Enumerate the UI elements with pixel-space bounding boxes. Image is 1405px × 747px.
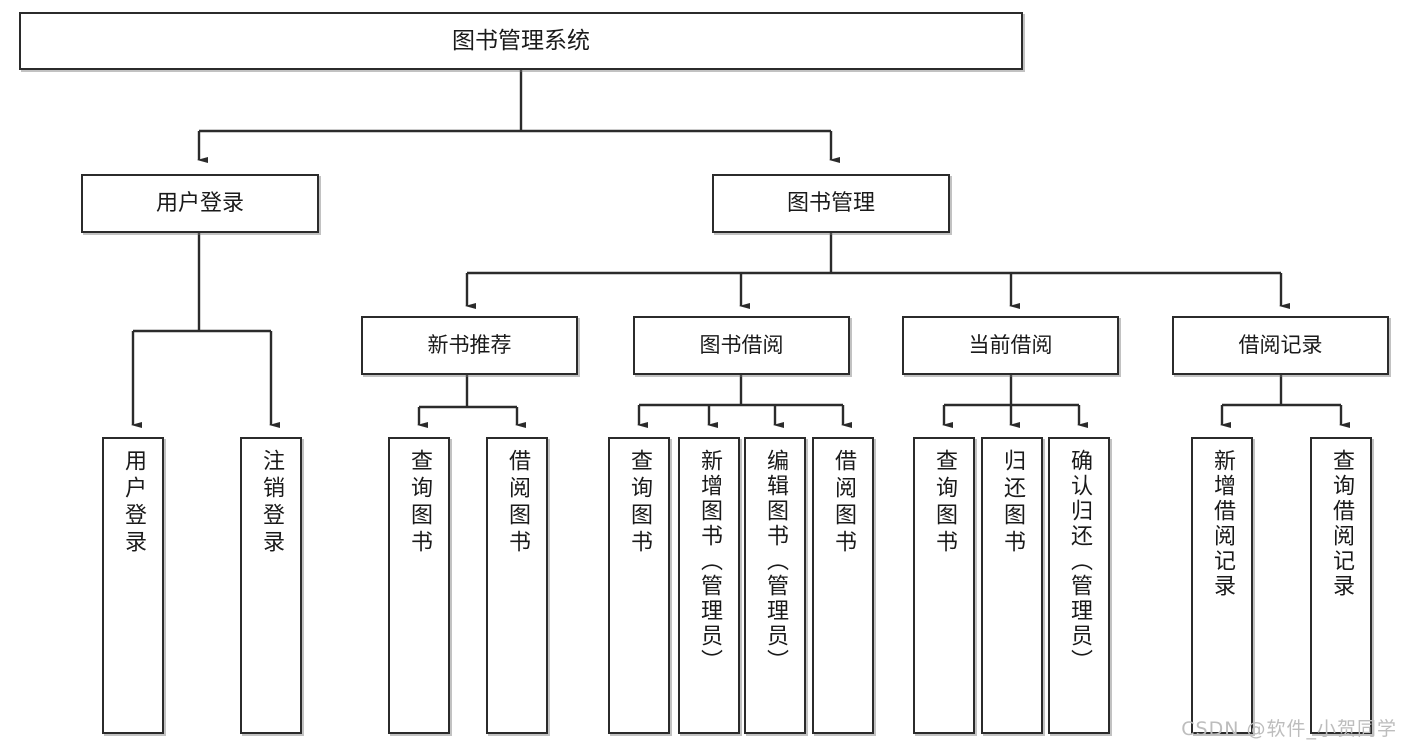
node-borrow-record-label: 借阅记录 [1238,333,1323,358]
leaf-confirm-return[interactable]: 确认归还（管理员） [1048,437,1110,734]
leaf-edit-book[interactable]: 编辑图书（管理员） [744,437,806,734]
leaf-query-record[interactable]: 查询借阅记录 [1310,437,1372,734]
leaf-user-login[interactable]: 用户登录 [102,437,164,734]
leaf-return-book-label: 归还图书 [1000,449,1025,557]
leaf-borrow-book-2-label: 借阅图书 [831,449,856,557]
leaf-borrow-book-1[interactable]: 借阅图书 [486,437,548,734]
node-new-book-recommend-label: 新书推荐 [427,333,512,358]
leaf-query-book-1[interactable]: 查询图书 [388,437,450,734]
leaf-query-record-label: 查询借阅记录 [1329,449,1354,599]
leaf-query-book-3[interactable]: 查询图书 [913,437,975,734]
node-book-borrow-label: 图书借阅 [699,333,784,358]
node-borrow-record[interactable]: 借阅记录 [1172,316,1389,375]
leaf-query-book-2-label: 查询图书 [627,449,652,557]
leaf-logout[interactable]: 注销登录 [240,437,302,734]
leaf-add-record[interactable]: 新增借阅记录 [1191,437,1253,734]
leaf-query-book-3-label: 查询图书 [932,449,957,557]
node-book-management[interactable]: 图书管理 [712,174,950,233]
leaf-borrow-book-1-label: 借阅图书 [505,449,530,557]
watermark-text: CSDN @软件_小贺同学 [1181,718,1397,740]
node-root[interactable]: 图书管理系统 [19,12,1023,70]
leaf-add-book-label: 新增图书（管理员） [697,449,722,674]
node-user-login-label: 用户登录 [155,190,244,216]
leaf-add-book[interactable]: 新增图书（管理员） [678,437,740,734]
leaf-borrow-book-2[interactable]: 借阅图书 [812,437,874,734]
node-book-management-label: 图书管理 [786,190,875,216]
node-book-borrow[interactable]: 图书借阅 [633,316,850,375]
leaf-confirm-return-label: 确认归还（管理员） [1067,449,1092,674]
leaf-edit-book-label: 编辑图书（管理员） [763,449,788,674]
node-current-borrow-label: 当前借阅 [968,333,1053,358]
node-new-book-recommend[interactable]: 新书推荐 [361,316,578,375]
leaf-add-record-label: 新增借阅记录 [1210,449,1235,599]
leaf-return-book[interactable]: 归还图书 [981,437,1043,734]
node-current-borrow[interactable]: 当前借阅 [902,316,1119,375]
leaf-query-book-2[interactable]: 查询图书 [608,437,670,734]
node-user-login[interactable]: 用户登录 [81,174,319,233]
leaf-query-book-1-label: 查询图书 [407,449,432,557]
node-root-label: 图书管理系统 [452,27,590,54]
leaf-user-login-label: 用户登录 [121,449,146,557]
leaf-logout-label: 注销登录 [259,449,284,557]
